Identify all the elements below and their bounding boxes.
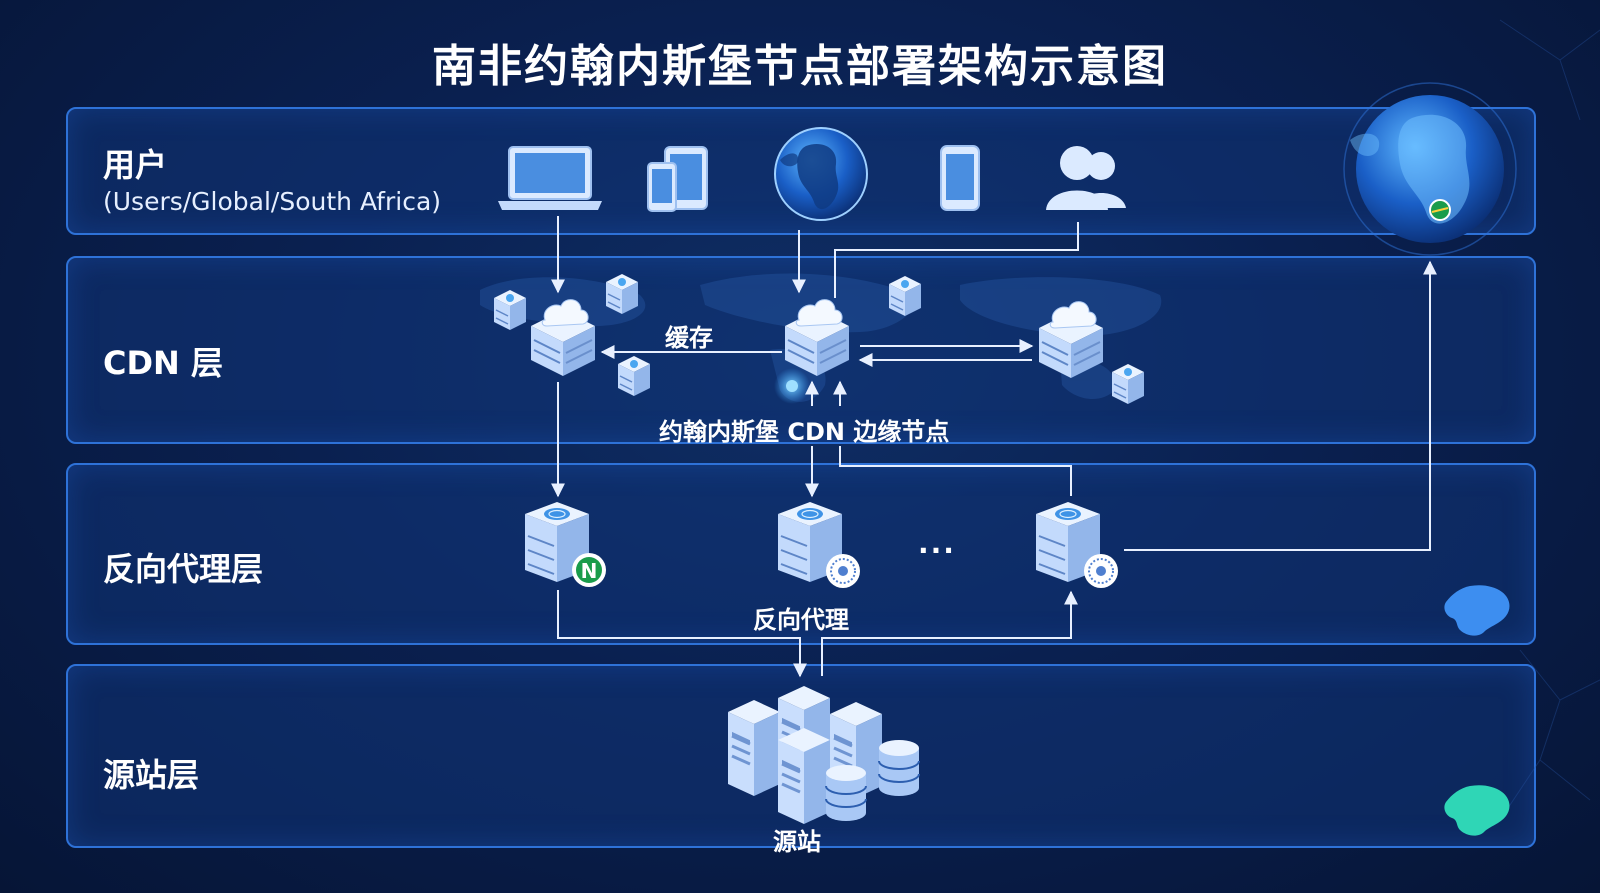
reverse-proxy-label: 反向代理 xyxy=(753,606,849,634)
proxy-node-left xyxy=(524,501,606,587)
johannesburg-glow-point xyxy=(774,368,810,404)
tablet-phone-icon xyxy=(647,146,708,212)
nginx-badge-icon xyxy=(572,553,606,587)
line-users-to-cdn xyxy=(834,222,1079,298)
arrow-proxy-to-globe xyxy=(1124,260,1437,551)
origin-site-label: 源站 xyxy=(773,828,821,856)
proxy-node-right xyxy=(1035,501,1118,588)
line-cdn-to-proxy-right xyxy=(839,446,1072,496)
origin-layer-label: 源站层 xyxy=(103,756,200,794)
arrow-proxy-to-origin xyxy=(557,590,807,678)
user-group-icon xyxy=(1046,146,1126,210)
users-layer-label: 用户 xyxy=(103,146,168,184)
diagram-title: 南非约翰内斯堡节点部署架构示意图 xyxy=(432,41,1168,92)
cache-label: 缓存 xyxy=(665,324,713,352)
proxy-node-center xyxy=(777,501,860,588)
cluster-badge-icon xyxy=(1084,554,1118,588)
south-africa-map-icon xyxy=(1444,585,1510,636)
proxy-ellipsis: ··· xyxy=(918,534,956,567)
laptop-icon xyxy=(498,146,602,210)
south-africa-map-icon xyxy=(1444,785,1510,836)
origin-server-cluster xyxy=(726,684,920,826)
cluster-badge-icon xyxy=(826,554,860,588)
proxy-layer-label: 反向代理层 xyxy=(103,550,264,588)
connection-arrows xyxy=(551,216,1437,678)
smartphone-icon xyxy=(940,145,980,211)
earth-globe-icon xyxy=(1343,82,1517,256)
network-background xyxy=(1499,19,1600,821)
edge-node-label: 约翰内斯堡 CDN 边缘节点 xyxy=(659,418,950,446)
users-layer-sublabel: (Users/Global/South Africa) xyxy=(103,187,442,216)
globe-africa-icon xyxy=(774,127,868,221)
cdn-layer-label: CDN 层 xyxy=(103,344,223,382)
arrow-origin-to-proxy xyxy=(821,590,1078,676)
nginx-badge-letter: N xyxy=(581,559,598,583)
